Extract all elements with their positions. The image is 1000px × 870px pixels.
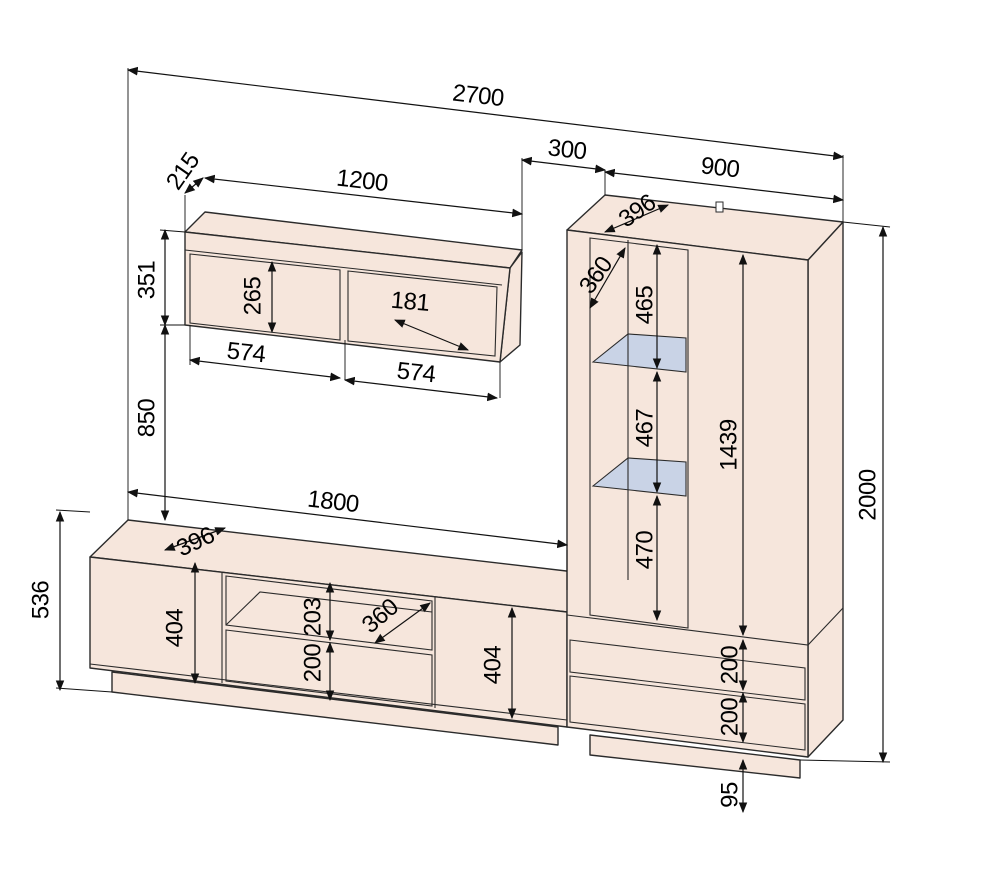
dim-stand-drawer: 200 (299, 644, 326, 683)
tall-drawer-bottom (569, 675, 806, 751)
wall-bracket-icon (715, 201, 724, 213)
dim-stand-left-door: 404 (161, 609, 188, 648)
tall-side (807, 221, 844, 758)
dim-stand-niche-height: 203 (299, 598, 326, 637)
dim-tall-shelf-mid: 467 (631, 409, 658, 448)
dim-plinth-height: 95 (716, 782, 743, 808)
dim-wall-inner-depth: 181 (390, 287, 431, 317)
wall-shelf-board (184, 249, 503, 286)
dim-stand-right-door: 404 (479, 646, 506, 685)
stand-niche (225, 575, 433, 651)
dim-gap: 300 (547, 134, 588, 165)
dim-overall-width: 2700 (451, 80, 505, 113)
dim-wall-width: 1200 (335, 165, 389, 198)
tall-plinth (589, 734, 801, 779)
dim-wall-height: 351 (133, 261, 160, 300)
dim-wall-inner-height: 265 (239, 277, 266, 316)
dim-tall-drawer-bottom: 200 (716, 698, 743, 737)
dim-tall-door-height: 1439 (715, 419, 742, 471)
dimension-lines (55, 66, 888, 814)
dim-wall-depth: 215 (161, 148, 205, 195)
stand-plinth (111, 671, 559, 746)
dim-stand-width: 1800 (306, 486, 360, 519)
tall-shelf-line (566, 607, 844, 646)
dim-wall-section-left: 574 (226, 337, 267, 368)
tall-cabinet (566, 194, 844, 779)
wall-shelf-compartment (189, 253, 341, 341)
dim-tall-shelf-bottom: 470 (631, 531, 658, 570)
wall-shelf-compartment (347, 270, 498, 357)
dim-tall-drawer-top: 200 (716, 646, 743, 685)
dim-stand-height: 536 (27, 581, 54, 620)
dim-tall-width: 900 (699, 152, 741, 183)
dim-tall-height: 2000 (854, 469, 881, 521)
dim-wall-mount-height: 850 (133, 399, 160, 438)
dim-wall-section-right: 574 (396, 357, 437, 388)
tall-drawer-top (569, 639, 806, 701)
dim-tall-shelf-top: 465 (631, 286, 658, 325)
stand-drawer (225, 629, 433, 707)
